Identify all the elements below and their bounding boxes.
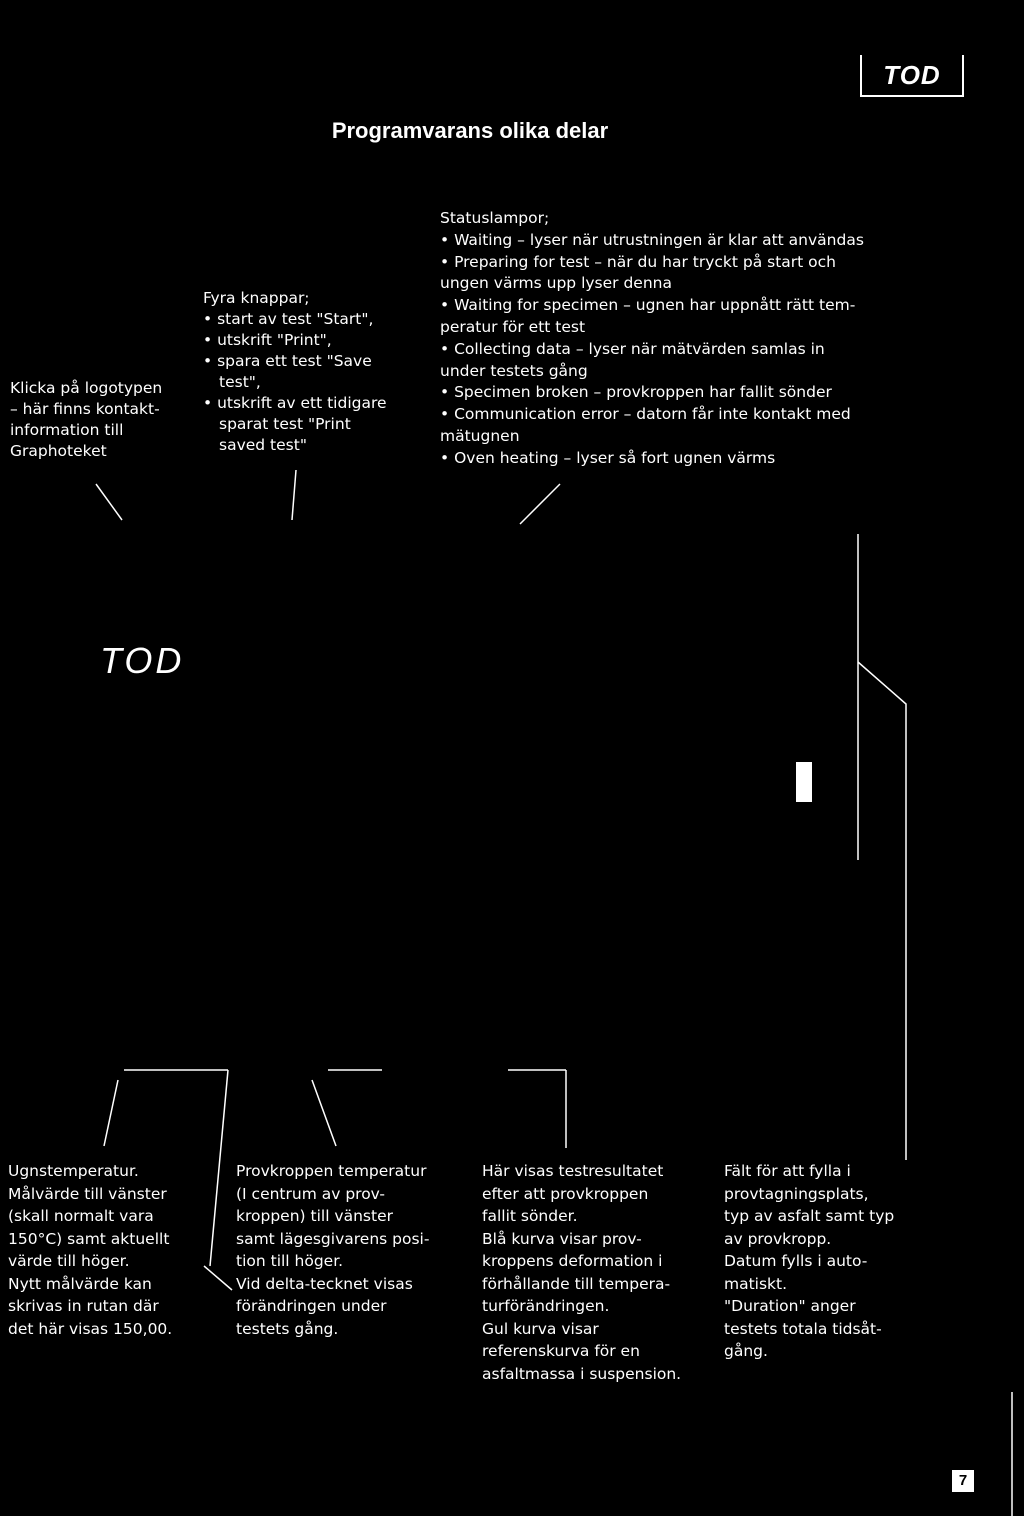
logo-annotation-line: – här finns kontakt-	[10, 400, 160, 418]
status-line: • Preparing for test – när du har tryckt…	[440, 252, 837, 271]
logo-annotation-line: information till	[10, 421, 124, 439]
logo-annotation: Klicka på logotypen – här finns kontakt-…	[10, 378, 162, 462]
logo-leader-line	[95, 483, 123, 521]
results-annotation-line: turförändringen.	[482, 1297, 610, 1315]
oven-annotation-line: värde till höger.	[8, 1252, 130, 1270]
corner-logo: TOD	[860, 55, 964, 97]
specimen-leader-line	[311, 1079, 337, 1147]
results-annotation-line: Blå kurva visar prov-	[482, 1229, 642, 1248]
specimen-temperature-annotation: Provkroppen temperatur (I centrum av pro…	[236, 1160, 429, 1340]
status-lamps-annotation: Statuslampor; • Waiting – lyser när utru…	[440, 208, 864, 470]
status-line: • Collecting data – lyser när mätvärden …	[440, 339, 825, 358]
specimen-annotation-line: tion till höger.	[236, 1252, 344, 1270]
oven-annotation-line: 150°C) samt aktuellt	[8, 1229, 170, 1248]
oven-divider-line	[209, 1069, 229, 1267]
status-line: • Waiting for specimen – ugnen har uppnå…	[440, 296, 856, 315]
buttons-annotation: Fyra knappar; • start av test "Start", •…	[203, 288, 387, 456]
specimen-annotation-line: (I centrum av prov-	[236, 1184, 386, 1203]
status-line: ungen värms upp lyser denna	[440, 274, 672, 293]
buttons-annotation-line: • utskrift "Print",	[203, 331, 332, 349]
fields-annotation-line: av provkropp.	[724, 1229, 832, 1248]
logo-annotation-line: Graphoteket	[10, 442, 107, 460]
results-annotation-line: asfaltmassa i suspension.	[482, 1364, 682, 1383]
buttons-annotation-line: sparat test "Print	[219, 415, 351, 433]
results-annotation-line: kroppens deformation i	[482, 1252, 663, 1270]
buttons-annotation-line: • start av test "Start",	[203, 310, 374, 328]
oven-annotation-line: skrivas in rutan där	[8, 1297, 159, 1315]
buttons-annotation-line: • utskrift av ett tidigare	[203, 394, 387, 412]
specimen-annotation-line: Vid delta-tecknet visas	[236, 1274, 413, 1293]
fields-annotation-line: Fält för att fylla i	[724, 1162, 851, 1180]
results-annotation-line: efter att provkroppen	[482, 1184, 649, 1203]
specimen-annotation-line: testets gång.	[236, 1319, 339, 1338]
oven-leader-line	[103, 1079, 119, 1147]
fields-annotation-line: "Duration" anger	[724, 1297, 856, 1315]
results-annotation-line: fallit sönder.	[482, 1207, 578, 1225]
fields-annotation-line: gång.	[724, 1342, 768, 1360]
specimen-annotation-line: förändringen under	[236, 1297, 387, 1315]
page-number: 7	[952, 1470, 974, 1492]
buttons-annotation-line: test",	[219, 373, 261, 391]
specimen-annotation-line: Provkroppen temperatur	[236, 1162, 427, 1180]
results-annotation-line: Gul kurva visar	[482, 1319, 599, 1338]
fields-annotation-line: Datum fylls i auto-	[724, 1252, 868, 1270]
software-logo[interactable]: TOD	[100, 640, 185, 681]
test-results-annotation: Här visas testresultatet efter att provk…	[482, 1160, 681, 1385]
status-line: • Waiting – lyser när utrustningen är kl…	[440, 230, 864, 249]
results-annotation-line: förhållande till tempera-	[482, 1274, 671, 1293]
oven-annotation-line: Nytt målvärde kan	[8, 1274, 152, 1293]
specimen-leader-tick	[203, 1265, 233, 1291]
oven-temperature-annotation: Ugnstemperatur. Målvärde till vänster (s…	[8, 1160, 172, 1340]
oven-annotation-line: (skall normalt vara	[8, 1207, 154, 1225]
fields-annotation-line: provtagningsplats,	[724, 1184, 869, 1203]
fields-annotation-line: testets totala tidsåt-	[724, 1319, 882, 1338]
status-line: under testets gång	[440, 361, 588, 380]
fields-annotation-line: matiskt.	[724, 1274, 788, 1293]
fields-annotation-line: typ av asfalt samt typ	[724, 1207, 895, 1225]
buttons-annotation-line: • spara ett test "Save	[203, 352, 372, 370]
buttons-annotation-line: Fyra knappar;	[203, 289, 310, 307]
input-fields-annotation: Fält för att fylla i provtagningsplats, …	[724, 1160, 894, 1363]
page-title: Programvarans olika delar	[331, 118, 609, 143]
status-leader-line	[519, 483, 561, 525]
buttons-leader-line	[291, 469, 297, 521]
specimen-annotation-line: samt lägesgivarens posi-	[236, 1229, 430, 1248]
status-line: peratur för ett test	[440, 317, 586, 336]
logo-annotation-line: Klicka på logotypen	[10, 379, 163, 397]
status-line: • Communication error – datorn får inte …	[440, 405, 851, 424]
status-line: • Oven heating – lyser så fort ugnen vär…	[440, 448, 776, 467]
oven-annotation-line: Målvärde till vänster	[8, 1184, 167, 1203]
oven-annotation-line: det här visas 150,00.	[8, 1319, 173, 1338]
status-line: • Specimen broken – provkroppen har fall…	[440, 383, 832, 402]
specimen-annotation-line: kroppen) till vänster	[236, 1207, 393, 1225]
results-annotation-line: Här visas testresultatet	[482, 1162, 664, 1180]
buttons-annotation-line: saved test"	[219, 436, 307, 454]
results-annotation-line: referenskurva för en	[482, 1342, 640, 1360]
fields-leader-line	[857, 661, 907, 1160]
oven-annotation-line: Ugnstemperatur.	[8, 1162, 139, 1180]
ui-block-mark	[796, 762, 812, 802]
status-line: mätugnen	[440, 426, 520, 445]
status-line: Statuslampor;	[440, 209, 550, 227]
